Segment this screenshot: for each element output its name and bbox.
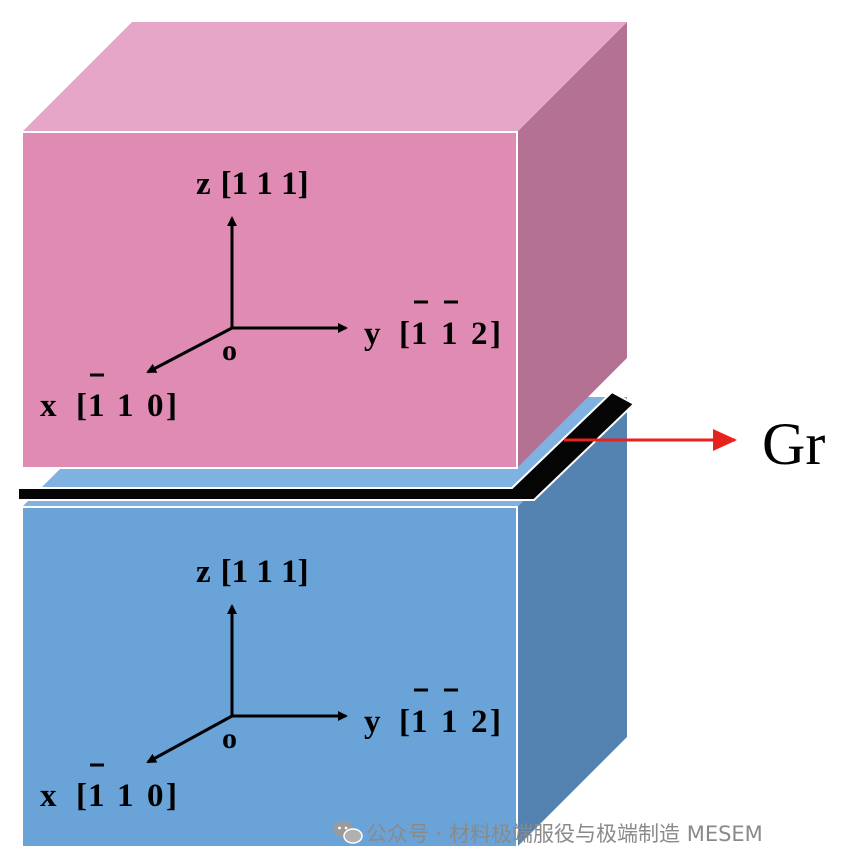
watermark: 公众号 · 材料极端服役与极端制造 MESEM (333, 821, 763, 846)
upper-y-label: y [ 1 1 2 ] (364, 300, 501, 352)
upper-x-index-2: 1 (117, 388, 134, 424)
upper-x-axis-arrow (146, 326, 233, 374)
upper-y-bracket-close: ] (490, 316, 501, 352)
lower-x-index-3: 0 (147, 778, 164, 814)
lower-x-bracket-open: [ (76, 778, 87, 814)
lower-x-axis-arrow (146, 714, 233, 764)
upper-x-bracket-close: ] (166, 388, 177, 424)
wechat-icon (333, 821, 363, 844)
lower-x-index-2: 1 (117, 778, 134, 814)
lower-y-bracket-close: ] (490, 704, 501, 740)
lower-coordinate-system: z[1 1 1] o y [ 1 1 2 ] x [ 1 1 0 ] (40, 554, 501, 814)
upper-z-label: z[1 1 1] (196, 166, 309, 202)
lower-y-label: y [ 1 1 2 ] (364, 688, 501, 740)
upper-x-name: x (40, 388, 57, 424)
upper-x-bracket-open: [ (76, 388, 87, 424)
lower-x-label: x [ 1 1 0 ] (40, 763, 177, 814)
lower-y-index-1: 1 (411, 704, 428, 740)
upper-y-index-1: 1 (411, 316, 428, 352)
lower-z-label: z[1 1 1] (196, 554, 309, 590)
lower-origin-label: o (222, 722, 237, 755)
upper-y-index-3: 2 (471, 316, 488, 352)
upper-x-label: x [ 1 1 0 ] (40, 373, 177, 424)
upper-coordinate-system: z[1 1 1] o y [ 1 1 2 ] x [ 1 1 0 ] (40, 166, 501, 424)
upper-x-index-3: 0 (147, 388, 164, 424)
upper-y-name: y (364, 316, 381, 352)
upper-x-index-1: 1 (88, 388, 105, 424)
lower-block-side-face (517, 397, 627, 847)
lower-x-name: x (40, 778, 57, 814)
lower-block-front-face (21, 506, 518, 848)
graphene-label: Gr (762, 411, 825, 477)
graphene-layer (17, 390, 636, 501)
upper-block-top-face (22, 22, 627, 132)
upper-y-bracket-open: [ (399, 316, 410, 352)
lower-y-name: y (364, 704, 381, 740)
lower-x-index-1: 1 (88, 778, 105, 814)
lower-y-index-3: 2 (471, 704, 488, 740)
upper-block-side-face (517, 22, 627, 468)
lower-y-bracket-open: [ (399, 704, 410, 740)
upper-y-index-2: 1 (441, 316, 458, 352)
upper-origin-label: o (222, 334, 237, 367)
watermark-text: 公众号 · 材料极端服役与极端制造 MESEM (366, 822, 763, 846)
upper-crystal-block (21, 22, 627, 469)
lower-y-index-2: 1 (441, 704, 458, 740)
lower-x-bracket-close: ] (166, 778, 177, 814)
upper-block-front-face (21, 131, 518, 469)
